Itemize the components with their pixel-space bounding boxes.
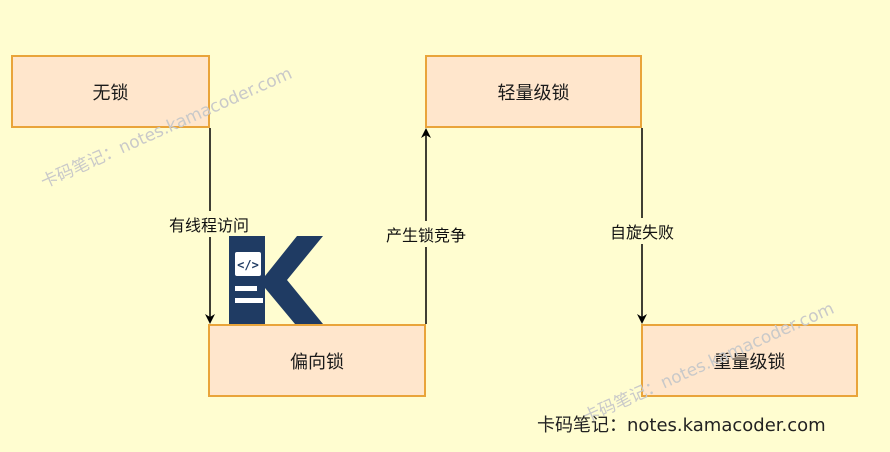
- state-heavyweight-lock: 重量级锁: [641, 324, 858, 397]
- edge-label-thread-access: 有线程访问: [166, 211, 252, 237]
- state-lightweight-lock: 轻量级锁: [425, 55, 642, 128]
- edge-label-lock-contention: 产生锁竞争: [383, 221, 469, 247]
- edge-label-spin-failed: 自旋失败: [607, 218, 677, 244]
- state-biased-lock: 偏向锁: [208, 324, 426, 397]
- logo-code-symbol: </>: [237, 258, 259, 272]
- state-no-lock: 无锁: [11, 55, 210, 128]
- kamacoder-logo-icon: </>: [229, 236, 323, 324]
- footer-credit: 卡码笔记：notes.kamacoder.com: [537, 415, 826, 436]
